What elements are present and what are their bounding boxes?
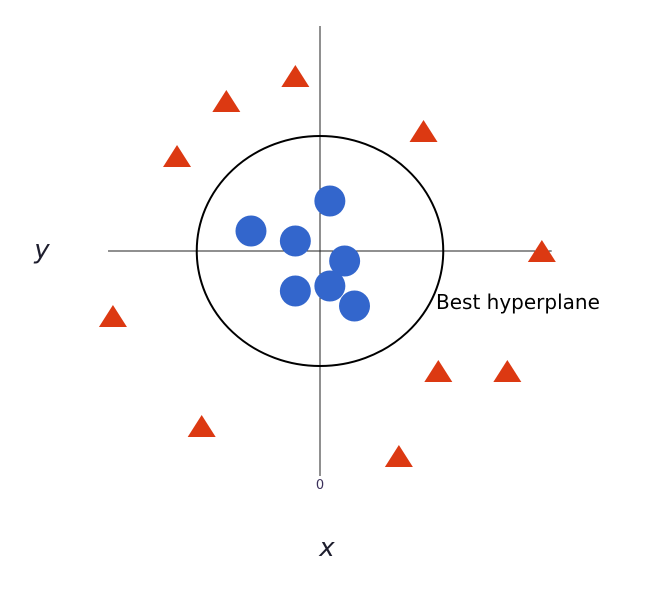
triangle-point-9 bbox=[187, 415, 216, 437]
triangle-point-1 bbox=[281, 65, 310, 87]
circle-point-5 bbox=[314, 270, 346, 302]
circle-point-7 bbox=[339, 290, 371, 322]
triangle-point-4 bbox=[409, 120, 438, 142]
triangle-point-7 bbox=[424, 360, 453, 382]
triangle-point-6 bbox=[98, 305, 127, 327]
circle-point-1 bbox=[314, 185, 346, 217]
x-axis-label: x bbox=[318, 533, 335, 563]
boundary-label: Best hyperplane bbox=[436, 290, 600, 314]
circle-point-6 bbox=[279, 275, 311, 307]
circle-point-3 bbox=[279, 225, 311, 257]
y-axis-label: y bbox=[33, 235, 50, 265]
triangle-point-8 bbox=[493, 360, 522, 382]
circle-point-2 bbox=[235, 215, 267, 247]
triangle-point-3 bbox=[163, 145, 192, 167]
triangle-point-10 bbox=[384, 445, 413, 467]
decision-boundary-ellipse bbox=[195, 135, 445, 367]
triangle-point-2 bbox=[212, 90, 241, 112]
triangle-point-5 bbox=[527, 240, 556, 262]
data-points bbox=[98, 65, 556, 467]
circle-point-4 bbox=[329, 245, 361, 277]
origin-tick-label: 0 bbox=[316, 478, 324, 493]
